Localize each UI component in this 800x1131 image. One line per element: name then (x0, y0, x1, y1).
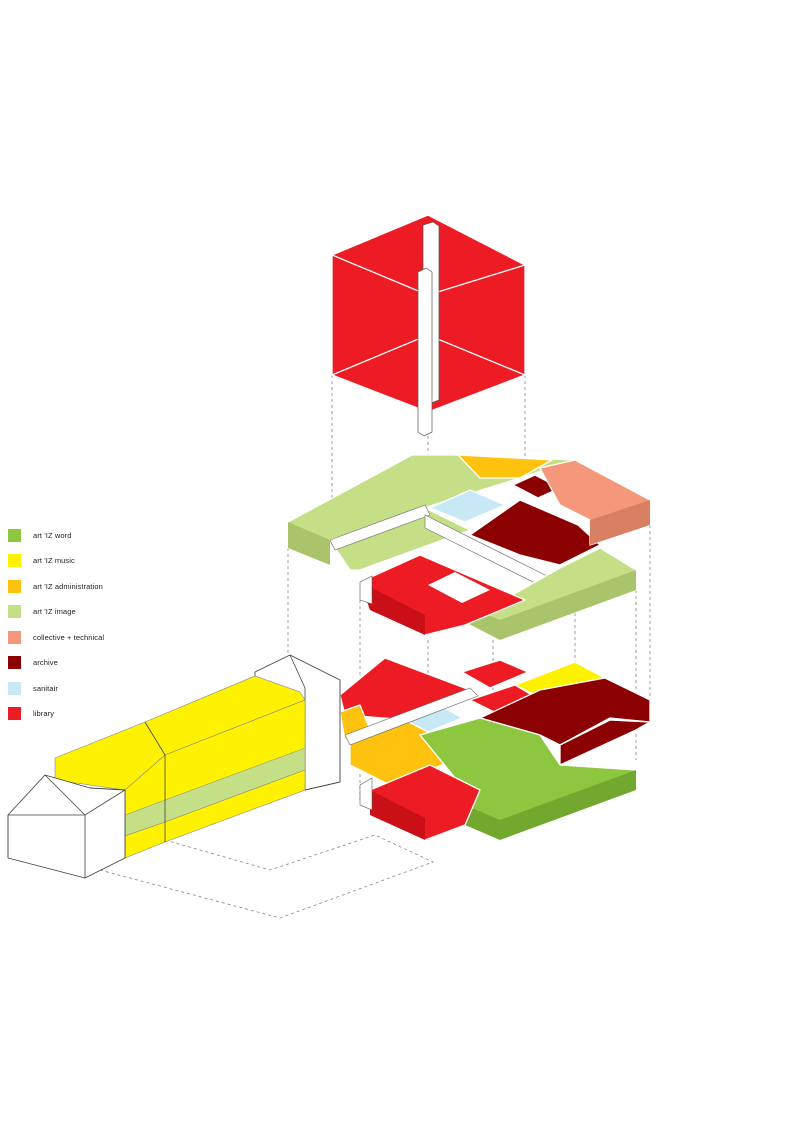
legend-item-word: art 'IZ word (8, 528, 71, 542)
projection-lines (99, 375, 651, 919)
swatch-archive (8, 656, 21, 669)
legend-label: collective + technical (33, 632, 105, 642)
lower-floor (339, 657, 651, 841)
swatch-sanitair (8, 681, 21, 695)
mast-lower (417, 267, 433, 437)
legend-label: sanitair (33, 683, 58, 693)
legend-label: art 'IZ image (33, 607, 76, 616)
legend-label: art 'IZ music (33, 556, 75, 565)
swatch-library (8, 707, 21, 720)
legend-item-sanitair: sanitair (8, 681, 58, 695)
legend-item-archive: archive (8, 656, 58, 670)
legend-item-music: art 'IZ music (8, 554, 75, 568)
swatch-image (8, 605, 21, 618)
swatch-word (8, 528, 21, 542)
legend-item-administration: art 'IZ administration (8, 579, 103, 593)
library-cube (331, 214, 526, 437)
legend-item-library: library (8, 707, 54, 721)
legend-item-collective: collective + technical (8, 630, 104, 644)
middle-floor (287, 454, 651, 641)
legend-label: art 'IZ administration (33, 581, 103, 591)
legend-label: art 'IZ word (33, 530, 72, 540)
swatch-collective (8, 630, 21, 644)
legend-item-image: art 'IZ image (8, 605, 76, 619)
legend-label: library (33, 709, 55, 718)
swatch-administration (8, 579, 21, 593)
legend-label: archive (33, 658, 58, 667)
swatch-music (8, 554, 21, 567)
existing-building (7, 654, 341, 879)
